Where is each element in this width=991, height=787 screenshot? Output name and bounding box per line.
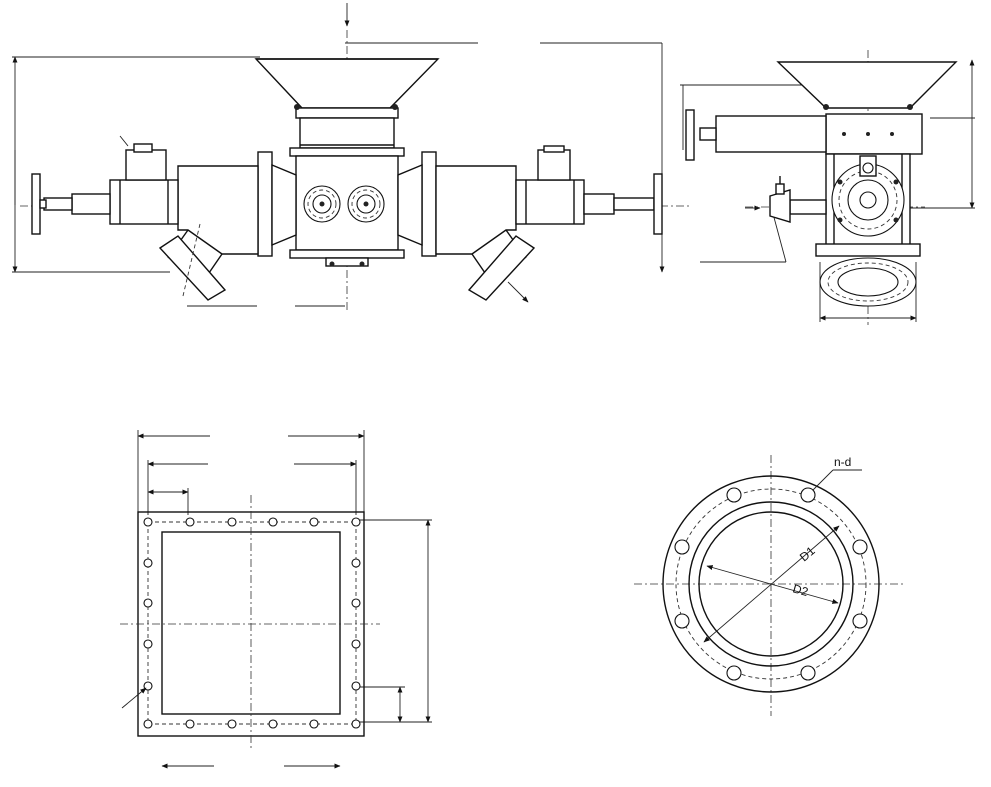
round-flange-view: n-d D1 D2 [634,455,904,716]
holes-label: n-d [834,455,851,469]
d2-label: D2 [791,581,810,599]
rect-flange-view [120,430,432,769]
front-view [12,3,690,310]
sight-glass-left [303,185,341,223]
sight-glass-right [347,185,385,223]
side-view [680,50,975,325]
